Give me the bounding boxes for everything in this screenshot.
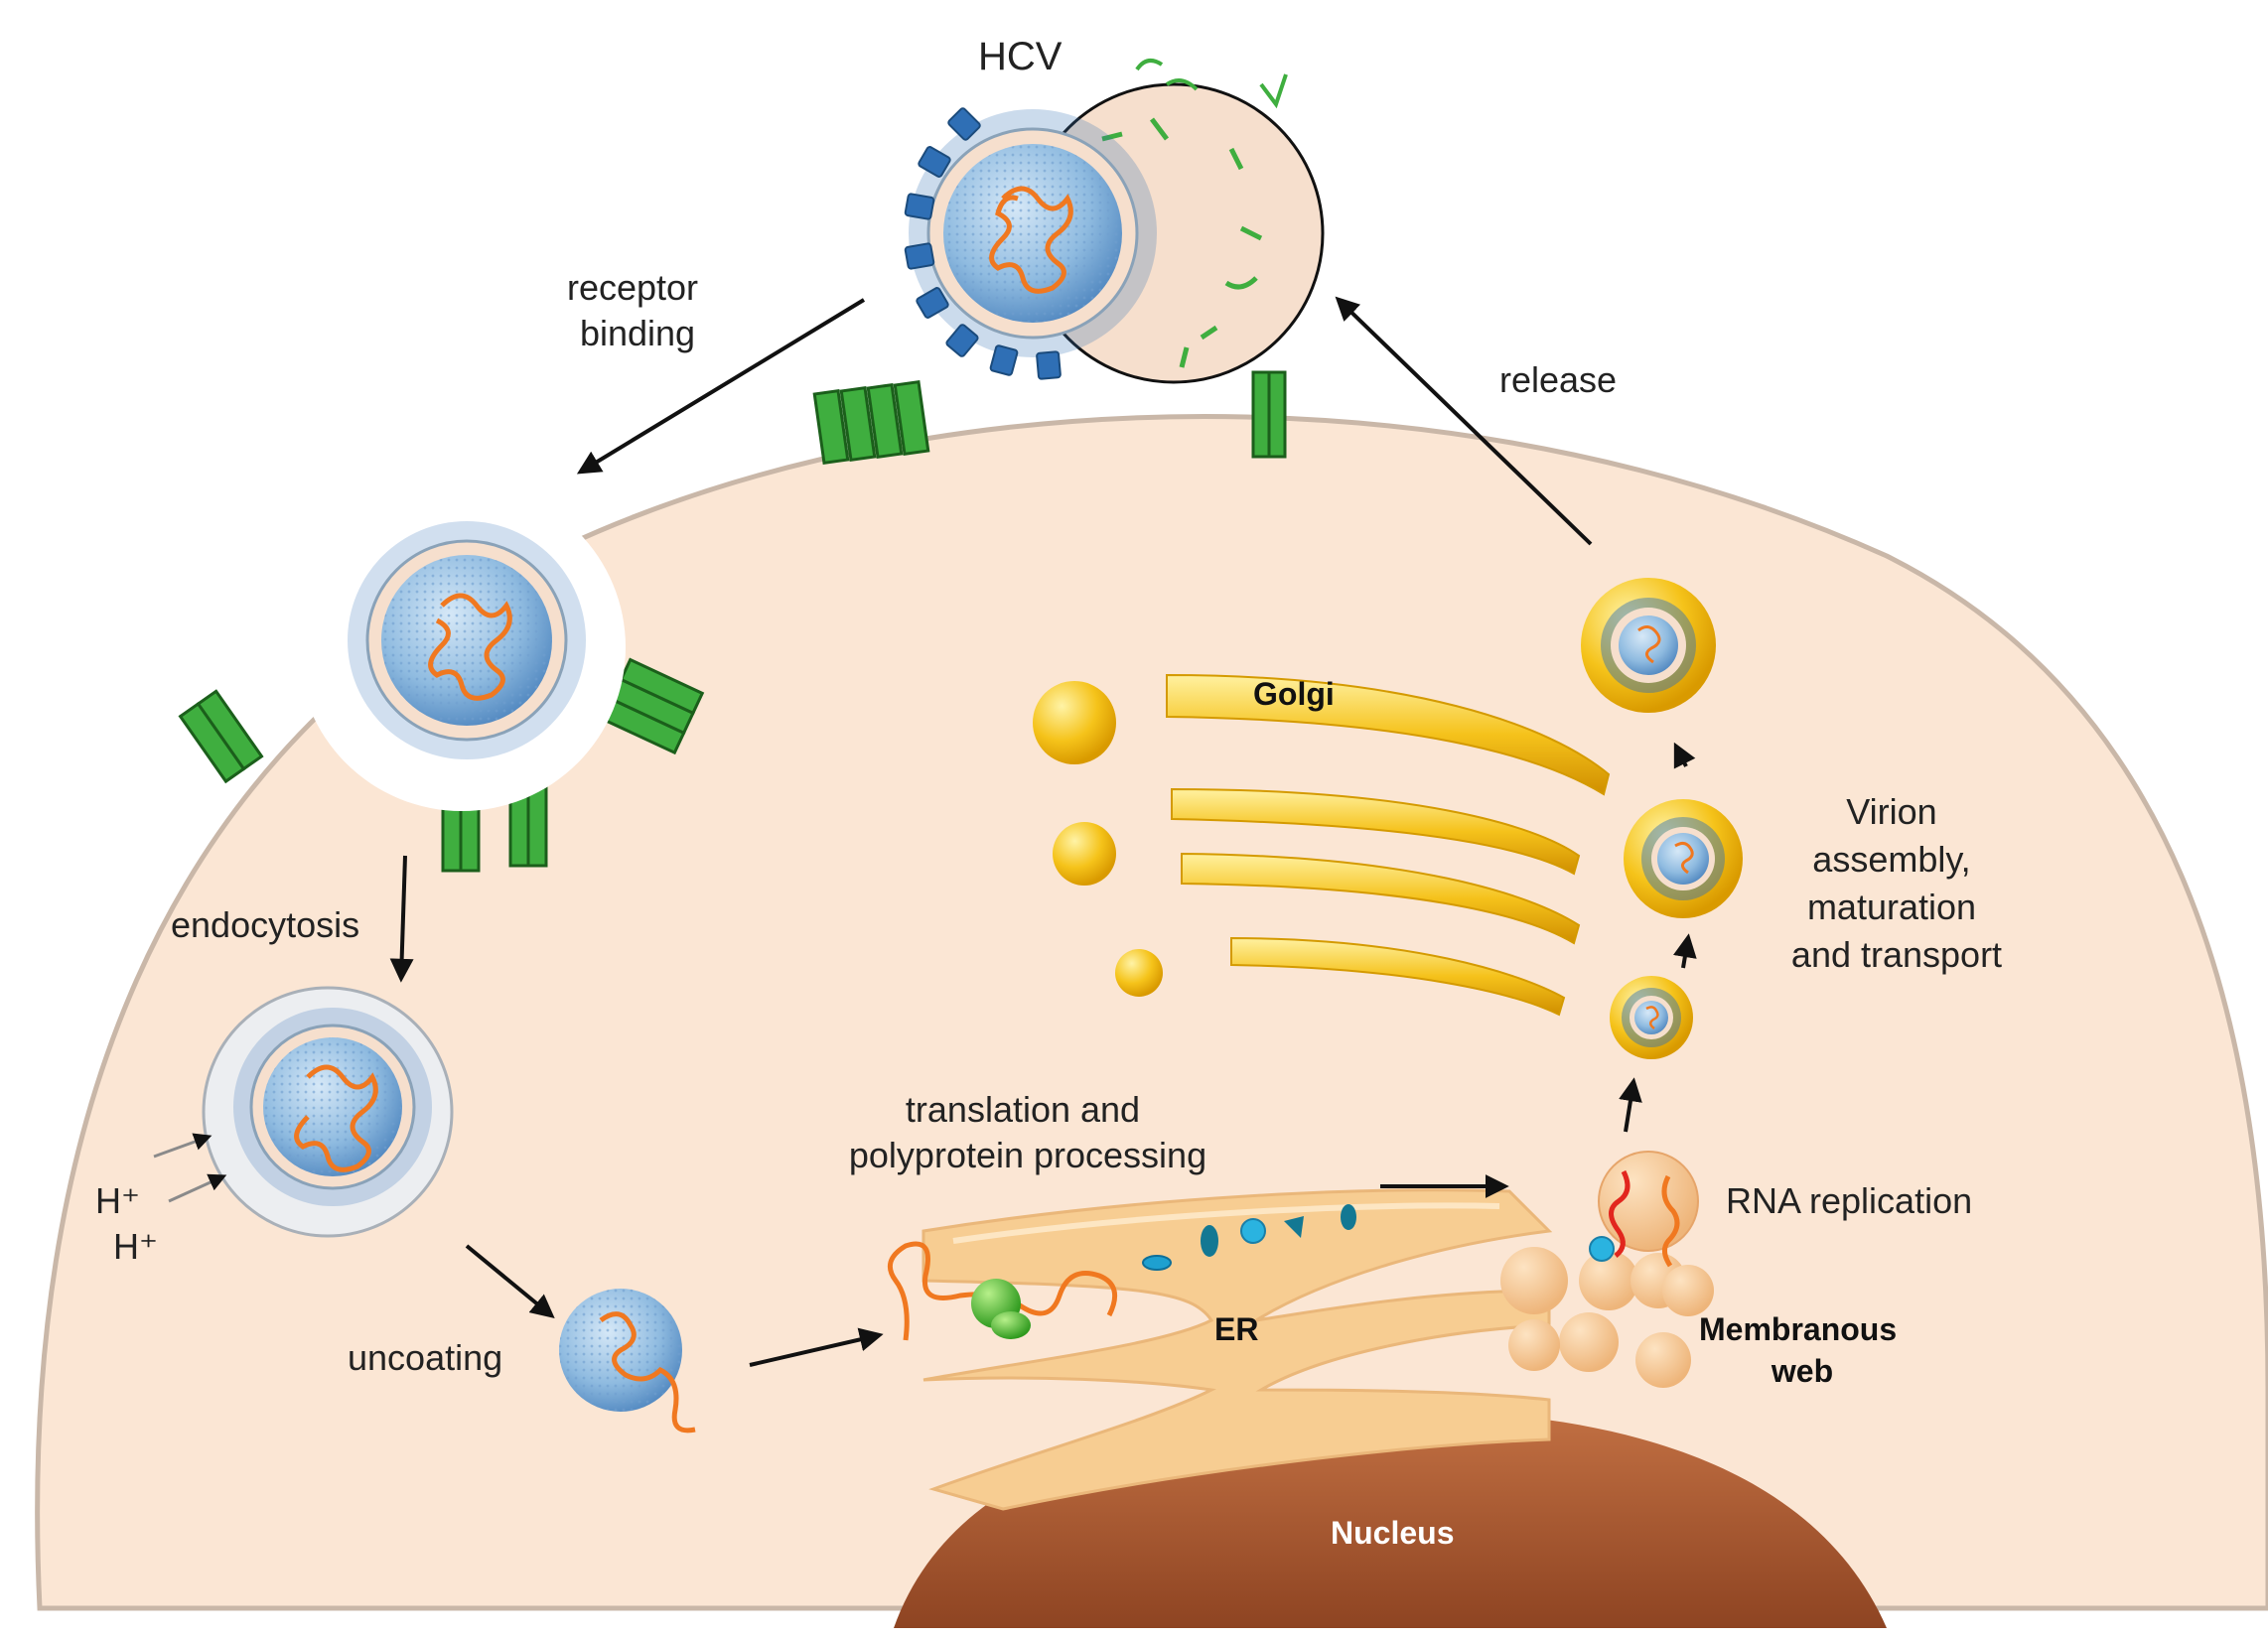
- golgi-vesicle-3: [1115, 949, 1163, 997]
- label-translation: translation and polyprotein processing: [849, 1089, 1206, 1175]
- virion-binding-cell: [298, 483, 626, 811]
- receptor-top-right: [1251, 370, 1287, 459]
- label-h-plus-2: H⁺: [113, 1226, 158, 1267]
- receptor-left: [178, 689, 264, 784]
- golgi-vesicle-1: [1033, 681, 1116, 764]
- arrow-assembly-1: [1619, 1077, 1642, 1133]
- label-golgi: Golgi: [1253, 676, 1335, 712]
- uncoated-capsid: [559, 1289, 696, 1434]
- arrow-assembly-2: [1673, 933, 1697, 969]
- hcv-particle: [904, 59, 1325, 384]
- arrow-uncoating: [465, 1244, 555, 1319]
- arrow-assembly-3: [1673, 742, 1696, 769]
- labels: HCV receptor binding release endocytosis…: [95, 35, 2002, 1551]
- arrow-endocytosis: [389, 855, 414, 983]
- translation-complex: [887, 1204, 1356, 1341]
- label-membranous-web: Membranous web: [1699, 1311, 1906, 1389]
- label-rna-replication: RNA replication: [1726, 1180, 1972, 1221]
- label-er: ER: [1214, 1311, 1258, 1347]
- viral-rna: [887, 1241, 1118, 1341]
- golgi-cisterna-2: [1171, 787, 1581, 876]
- endoplasmic-reticulum: [921, 1188, 1553, 1511]
- hcv-rna: [989, 186, 1073, 294]
- label-receptor-binding: receptor binding: [567, 267, 708, 353]
- label-nucleus: Nucleus: [1331, 1515, 1454, 1551]
- golgi-cisterna-1: [1166, 673, 1611, 796]
- endosome: [153, 986, 454, 1238]
- arrow-release: [1335, 296, 1593, 546]
- label-h-plus-1: H⁺: [95, 1180, 140, 1221]
- arrow-translation: [749, 1327, 884, 1367]
- virion-medium: [1624, 799, 1743, 918]
- membranous-web: [1500, 1151, 1714, 1388]
- receptor-cluster-top: [812, 379, 930, 466]
- label-uncoating: uncoating: [348, 1337, 502, 1378]
- label-endocytosis: endocytosis: [171, 904, 359, 945]
- golgi-cisterna-4: [1230, 936, 1566, 1017]
- golgi-vesicle-2: [1053, 822, 1116, 886]
- golgi-cisterna-3: [1181, 852, 1581, 945]
- label-release: release: [1499, 359, 1617, 400]
- virion-large: [1581, 578, 1716, 713]
- label-virion-assembly: Virion assembly, maturation and transpor…: [1791, 791, 2002, 975]
- label-hcv: HCV: [978, 35, 1063, 78]
- maturing-virions: [1581, 578, 1743, 1059]
- arrow-receptor-binding: [576, 298, 866, 475]
- pathway-arrows: [389, 296, 1697, 1367]
- hcv-envelope-proteins: [904, 107, 1062, 380]
- cell-receptors: [178, 370, 1287, 873]
- golgi-apparatus: [1033, 673, 1611, 1017]
- virion-small: [1610, 976, 1693, 1059]
- ribosome-small: [991, 1311, 1031, 1339]
